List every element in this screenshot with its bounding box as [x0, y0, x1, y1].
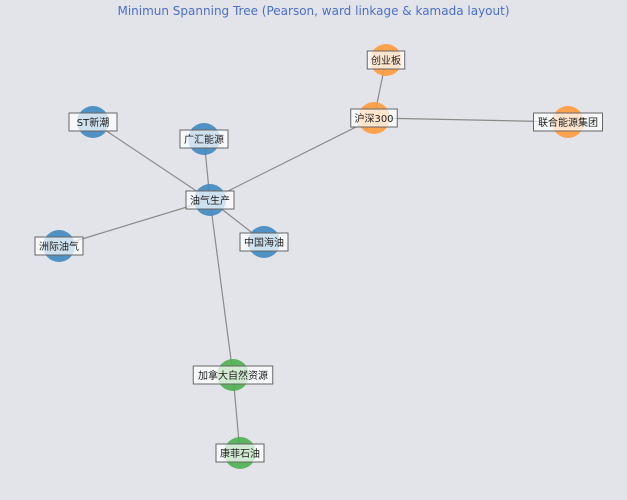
node-label-box [533, 112, 603, 132]
node-label-box [192, 365, 274, 385]
node[interactable]: 油气生产 [185, 184, 235, 216]
edge [58, 199, 211, 247]
node[interactable]: 联合能源集团 [533, 106, 603, 138]
node[interactable]: ST新潮 [68, 106, 118, 138]
node-label-box [34, 236, 84, 256]
node-label: ST新潮 [77, 116, 109, 129]
node[interactable]: 加拿大自然资源 [192, 359, 274, 391]
node-label: 洲际油气 [39, 240, 79, 253]
node-label-box [68, 112, 118, 132]
node[interactable]: 康菲石油 [215, 437, 265, 469]
node-label-box [185, 190, 235, 210]
node-label-box [179, 129, 229, 149]
node-label: 广汇能源 [184, 133, 224, 146]
node-label: 沪深300 [354, 112, 393, 125]
node-label: 创业板 [371, 54, 401, 67]
node[interactable]: 洲际油气 [34, 230, 84, 262]
node-label-box [215, 443, 265, 463]
edge [209, 199, 234, 376]
node-label: 康菲石油 [220, 447, 260, 460]
node[interactable]: 沪深300 [350, 102, 398, 134]
node[interactable]: 广汇能源 [179, 123, 229, 155]
node-label-box [350, 108, 398, 128]
node-label-box [239, 232, 289, 252]
node-label-box [366, 50, 406, 70]
node-label: 加拿大自然资源 [198, 369, 268, 382]
node-label: 中国海油 [244, 236, 284, 249]
node-label: 联合能源集团 [538, 116, 598, 129]
edge [209, 117, 375, 201]
edge [92, 121, 211, 201]
node[interactable]: 中国海油 [239, 226, 289, 258]
node-label: 油气生产 [190, 194, 230, 207]
node[interactable]: 创业板 [366, 44, 406, 76]
diagram-title: Minimun Spanning Tree (Pearson, ward lin… [117, 4, 510, 18]
